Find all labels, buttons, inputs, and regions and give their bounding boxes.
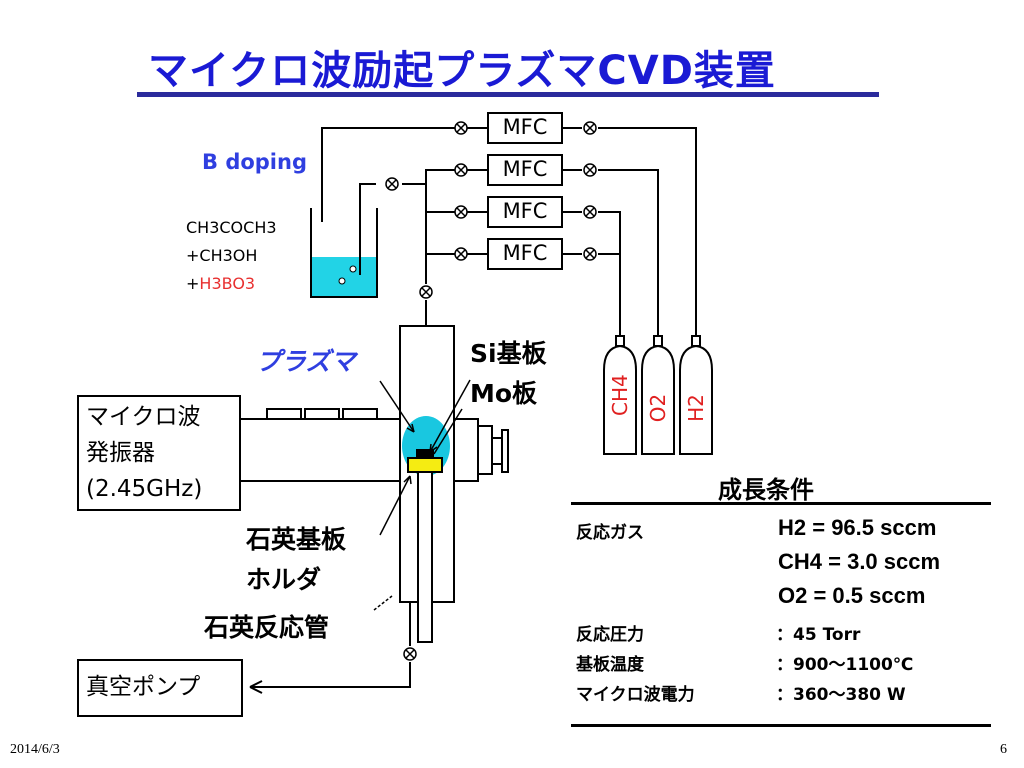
quartz-holder-label-2: ホルダ (246, 565, 322, 594)
condition-value: ：360～380 W (776, 685, 906, 705)
quartz-holder-label-1: 石英基板 (246, 525, 347, 554)
valve-icon (583, 163, 597, 177)
valve-icon (454, 247, 468, 261)
si-substrate-label: Si基板 (470, 339, 547, 368)
condition-label: 反応圧力 (576, 625, 644, 645)
mfc-label: MFC (502, 157, 548, 181)
condition-label: マイクロ波電力 (576, 685, 695, 705)
mo-plate-label: Mo板 (470, 379, 538, 408)
b-doping-label: B doping (202, 150, 307, 174)
condition-label: 基板温度 (576, 655, 644, 675)
tuning-stub (266, 408, 302, 420)
gas-cylinder-o2 (641, 335, 675, 455)
valve-icon (419, 285, 433, 299)
condition-value: ：900～1100℃ (776, 655, 914, 675)
chem-boric-acid: +H3BO3 (186, 274, 256, 293)
footer-page-number: 6 (1000, 742, 1007, 757)
mfc-box (487, 196, 563, 228)
gas-cylinder-ch4 (603, 335, 637, 455)
mfc-label: MFC (502, 241, 548, 265)
mo-plate (416, 449, 434, 458)
mfc-box (487, 112, 563, 144)
valve-icon (454, 121, 468, 135)
plunger (477, 425, 493, 475)
bubbler-vessel (310, 208, 378, 298)
tuning-stub (304, 408, 340, 420)
substrate (407, 457, 443, 473)
conditions-bottom-rule (571, 724, 991, 727)
condition-value: ：45 Torr (776, 625, 861, 645)
quartz-substrate-holder (417, 469, 433, 643)
microwave-generator-box (77, 395, 241, 511)
tuning-stub (342, 408, 378, 420)
microwave-generator-label-1: マイクロ波 (86, 404, 201, 430)
mfc-box (487, 238, 563, 270)
mfc-label: MFC (502, 199, 548, 223)
footer-date: 2014/6/3 (10, 742, 60, 757)
valve-icon (454, 163, 468, 177)
vacuum-pump-box (77, 659, 243, 717)
microwave-generator-label-2: 発振器 (86, 440, 155, 466)
valve-icon (583, 205, 597, 219)
mfc-box (487, 154, 563, 186)
cylinder-label-h2: H2 (684, 394, 708, 422)
plasma-label: プラズマ (256, 347, 356, 376)
valve-icon (454, 205, 468, 219)
mfc-label: MFC (502, 115, 548, 139)
quartz-tube-label: 石英反応管 (204, 613, 330, 642)
valve-icon (583, 247, 597, 261)
condition-value: CH4 = 3.0 sccm (778, 549, 941, 574)
conditions-top-rule (571, 502, 991, 505)
condition-value: O2 = 0.5 sccm (778, 583, 926, 608)
condition-label: 反応ガス (576, 523, 644, 543)
vacuum-pump-label: 真空ポンプ (86, 674, 201, 700)
valve-icon (385, 177, 399, 191)
chem-methanol: +CH3OH (186, 246, 258, 265)
cylinder-label-ch4: CH4 (608, 374, 632, 416)
microwave-generator-label-3: (2.45GHz) (86, 476, 203, 502)
valve-icon (583, 121, 597, 135)
gas-cylinder-h2 (679, 335, 713, 455)
chem-acetone: CH3COCH3 (186, 218, 277, 237)
condition-value: H2 = 96.5 sccm (778, 515, 937, 540)
valve-icon (403, 647, 417, 661)
title-underline (137, 92, 879, 97)
cylinder-label-o2: O2 (646, 393, 670, 423)
page-title: マイクロ波励起プラズマCVD装置 (148, 48, 776, 94)
conditions-title: 成長条件 (718, 476, 814, 504)
